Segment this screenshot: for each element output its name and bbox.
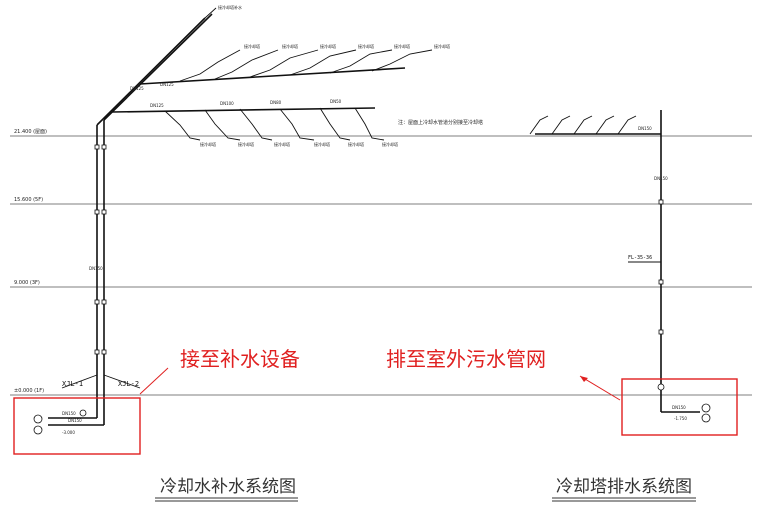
upper-branch-5 xyxy=(329,49,393,74)
left-size-label-2: DN150 xyxy=(68,418,82,423)
right-branch-2 xyxy=(551,115,571,135)
left-top-lead xyxy=(204,7,217,19)
upper-branch-tag-5: 接冷却塔 xyxy=(394,43,410,49)
riser-tag-leader-1 xyxy=(61,374,98,389)
left-top-tag: 接冷却塔补水 xyxy=(218,4,242,10)
lower-branch-3 xyxy=(239,108,273,141)
lower-branch-tag-4: 接冷却塔 xyxy=(314,141,330,147)
right-callout-text: 排至室外污水管网 xyxy=(386,347,546,371)
upper-branch-tag-3: 接冷却塔 xyxy=(320,43,336,49)
upper-branch-6 xyxy=(371,49,433,72)
riser-fitting-1 xyxy=(94,144,100,150)
riser-tag-2: XJL-2 xyxy=(118,380,139,388)
right-elevation-label: -1.750 xyxy=(674,416,687,421)
riser-size-label: DN150 xyxy=(89,266,103,271)
lower-branch-2 xyxy=(204,109,241,141)
left-diagonal-main-2 xyxy=(103,13,213,121)
lower-branch-tag-3: 接冷却塔 xyxy=(274,141,290,147)
right-riser-tag: FL-35-36 xyxy=(628,255,652,261)
left-system-piping: DN150 DN150 -3.000 接冷却塔补水 接冷却塔 接冷却塔 接冷却塔… xyxy=(33,4,483,435)
riser-fitting-6 xyxy=(101,299,107,305)
level-label-3f: 9.000 (3F) xyxy=(14,280,40,286)
upper-branch-tag-1: 接冷却塔 xyxy=(244,43,260,49)
lower-branch-tag-5: 接冷却塔 xyxy=(348,141,364,147)
right-system-piping: DN150 DN150 FL-35-36 DN150 -1.750 xyxy=(529,110,711,423)
right-callout-arrow xyxy=(580,376,588,382)
left-riser-fittings xyxy=(94,144,107,355)
lower-branch-5 xyxy=(319,107,351,141)
lower-branch-1 xyxy=(164,110,201,141)
header-size-label-6: DN50 xyxy=(330,99,342,104)
level-label-1f: ±0.000 (1F) xyxy=(14,388,44,394)
left-upper-header xyxy=(139,67,406,85)
callouts: 接至补水设备 排至室外污水管网 xyxy=(13,347,738,455)
left-valve-1 xyxy=(33,414,43,424)
riser-fitting-7 xyxy=(94,349,100,355)
riser-tag-1: XJL-1 xyxy=(62,380,83,388)
drawing-titles: 冷却水补水系统图 冷却塔排水系统图 xyxy=(155,477,696,502)
riser-fitting-8 xyxy=(101,349,107,355)
left-size-label-1: DN150 xyxy=(62,411,76,416)
upper-branch-2 xyxy=(214,49,279,80)
lower-branches: 接冷却塔 接冷却塔 接冷却塔 接冷却塔 接冷却塔 接冷却塔 xyxy=(164,107,398,147)
right-branch-5 xyxy=(617,115,637,135)
right-branch-3 xyxy=(573,115,593,135)
right-branch-1 xyxy=(529,115,549,135)
header-size-label-3: DN125 xyxy=(150,103,164,108)
right-riser-fitting-2 xyxy=(658,279,664,285)
roof-note: 注：屋面上冷却水管道分别接至冷却塔 xyxy=(398,119,483,126)
header-size-label-4: DN100 xyxy=(220,101,234,106)
upper-branch-tag-6: 接冷却塔 xyxy=(434,43,450,49)
right-system-title: 冷却塔排水系统图 xyxy=(556,477,692,497)
header-size-label-2: DN125 xyxy=(160,82,174,87)
lower-branch-6 xyxy=(354,107,385,141)
level-label-roof: 21.400 (屋面) xyxy=(14,129,47,135)
right-valve-1 xyxy=(657,383,665,391)
lower-branch-tag-6: 接冷却塔 xyxy=(382,141,398,147)
level-label-5f: 15.600 (5F) xyxy=(14,197,43,203)
right-callout-box xyxy=(621,378,738,436)
left-diagonal-main-1 xyxy=(96,17,206,126)
header-size-label-5: DN80 xyxy=(270,100,282,105)
left-elevation-label: -3.000 xyxy=(62,430,75,435)
right-riser-fitting-1 xyxy=(658,199,664,205)
upper-branch-tag-2: 接冷却塔 xyxy=(282,43,298,49)
right-riser-size-label: DN150 xyxy=(654,176,668,181)
left-callout-leader xyxy=(139,367,169,395)
right-branch-4 xyxy=(595,115,615,135)
upper-branch-3 xyxy=(249,49,319,78)
left-valve-2 xyxy=(33,425,43,435)
right-riser-fitting-3 xyxy=(658,329,664,335)
left-callout-text: 接至补水设备 xyxy=(180,347,300,371)
riser-tag-leader-2 xyxy=(103,374,141,389)
riser-fitting-5 xyxy=(94,299,100,305)
lower-branch-tag-2: 接冷却塔 xyxy=(238,141,254,147)
riser-fitting-4 xyxy=(101,209,107,215)
lower-branch-4 xyxy=(279,108,315,141)
right-valve-3 xyxy=(701,413,711,423)
lower-branch-tag-1: 接冷却塔 xyxy=(200,141,216,147)
upper-branches: 接冷却塔 接冷却塔 接冷却塔 接冷却塔 接冷却塔 接冷却塔 xyxy=(179,43,450,82)
left-valve-3 xyxy=(79,409,87,417)
header-size-label-1: DN125 xyxy=(130,86,144,91)
left-lower-header xyxy=(111,107,376,113)
right-callout-leader xyxy=(579,375,621,401)
upper-branch-1 xyxy=(179,49,241,82)
right-header-size-label: DN150 xyxy=(638,126,652,131)
riser-fitting-2 xyxy=(101,144,107,150)
upper-branch-4 xyxy=(289,49,357,76)
riser-fitting-3 xyxy=(94,209,100,215)
right-valve-2 xyxy=(701,403,711,413)
left-system-title: 冷却水补水系统图 xyxy=(160,477,296,497)
right-bottom-size-label: DN150 xyxy=(672,405,686,410)
upper-branch-tag-4: 接冷却塔 xyxy=(358,43,374,49)
floor-levels: 21.400 (屋面) 15.600 (5F) 9.000 (3F) ±0.00… xyxy=(10,129,752,396)
left-callout-box xyxy=(13,397,141,455)
